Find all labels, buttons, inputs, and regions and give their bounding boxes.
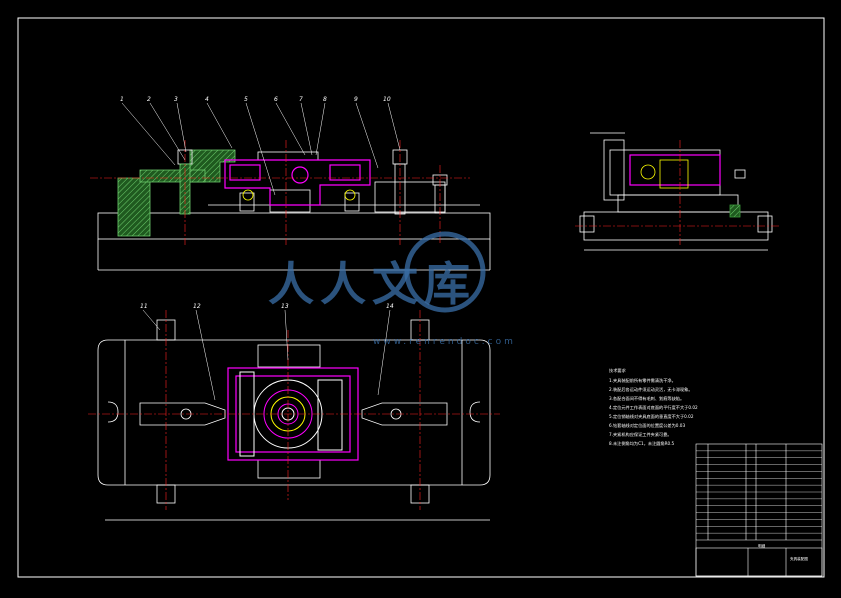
balloon-9: 9 xyxy=(354,96,358,103)
drawing-title: 夹具装配图 xyxy=(790,556,808,561)
balloon-2: 2 xyxy=(147,96,151,103)
leader-lines-top xyxy=(142,309,391,401)
leader-lines-front xyxy=(121,102,401,196)
balloon-6: 6 xyxy=(274,96,278,103)
note-line-1: 1.夹具装配前所有零件需清洗干净。 xyxy=(609,377,676,384)
front-view-centerlines xyxy=(90,140,470,245)
balloon-11: 11 xyxy=(140,303,148,310)
balloon-4: 4 xyxy=(205,96,209,103)
note-line-4: 4.定位元件工作表面对底面的平行度不大于0.02 xyxy=(609,404,698,411)
balloon-14: 14 xyxy=(386,303,394,310)
note-line-2: 2.装配后各运动件须运动灵活，无卡滞现象。 xyxy=(609,386,693,393)
title-block-rows xyxy=(696,450,822,534)
parts-header: 明细 xyxy=(758,543,766,548)
balloon-12: 12 xyxy=(193,303,201,310)
side-view-centerlines xyxy=(575,140,780,245)
balloon-3: 3 xyxy=(174,96,178,103)
note-line-7: 7.夹紧机构应保证工件夹紧可靠。 xyxy=(609,431,672,438)
notes-title: 技术要求 xyxy=(609,367,627,374)
side-view-workpiece xyxy=(629,154,721,186)
note-line-3: 3.各配合面间不得有毛刺、划痕等缺陷。 xyxy=(609,395,684,402)
front-view-workpiece xyxy=(224,159,371,206)
watermark-logo-ring xyxy=(404,231,486,313)
balloon-1: 1 xyxy=(120,96,124,103)
side-view xyxy=(579,132,773,251)
watermark-text: 人人文库 xyxy=(268,257,476,311)
balloon-13: 13 xyxy=(281,303,289,310)
balloon-5: 5 xyxy=(244,96,248,103)
balloon-7: 7 xyxy=(299,96,303,103)
note-line-6: 6.钻套轴线对定位面的位置度公差为0.03 xyxy=(609,422,685,429)
drawing-border xyxy=(17,17,825,578)
note-line-5: 5.定位销轴线对夹具底面的垂直度不大于0.02 xyxy=(609,413,694,420)
note-line-8: 8.未注倒角均为C1，未注圆角R0.5 xyxy=(609,440,675,447)
side-view-details xyxy=(640,159,746,218)
watermark-url: www.renrendoc.com xyxy=(373,337,516,347)
balloon-10: 10 xyxy=(383,96,391,103)
balloon-8: 8 xyxy=(323,96,327,103)
